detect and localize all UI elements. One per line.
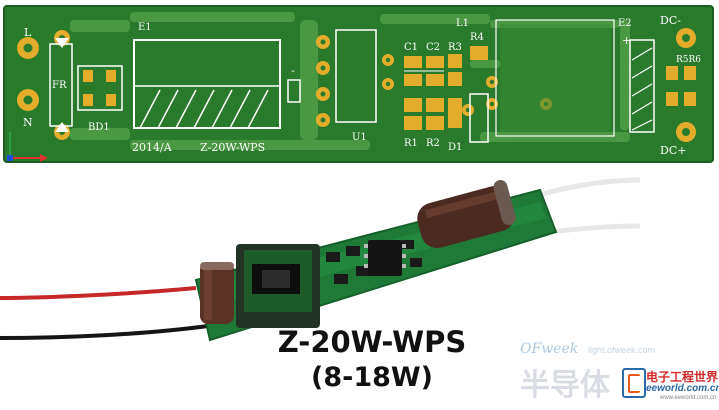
pcb-label-BD1: BD1: [88, 122, 110, 133]
pcb-d1-outline: [469, 93, 489, 143]
pcb-e1-minus: -: [291, 64, 295, 77]
pcb-label-C2: C2: [426, 42, 440, 53]
product-photo: [0, 170, 719, 405]
pcb-label-U1: U1: [352, 132, 367, 143]
pcb-label-N: N: [23, 116, 33, 129]
pcb-e2-outline: [629, 39, 655, 133]
pcb-label-DC-minus: DC-: [660, 14, 681, 27]
transformer: [236, 244, 320, 328]
eeworld-watermark-en: eeworld.com.cn: [646, 383, 719, 394]
pcb-u1-outline: [335, 29, 377, 123]
pcb-label-FR: FR: [52, 80, 67, 91]
pcb-label-C1: C1: [404, 42, 418, 53]
pcb-label-R3: R3: [448, 42, 462, 53]
pcb-label-L: L: [24, 26, 32, 39]
eeworld-watermark-url: www.eeworld.com.cn: [660, 395, 717, 401]
ofweek-watermark-sub: light.ofweek.com: [588, 345, 656, 355]
black-wire: [0, 324, 209, 340]
pcb-label-D1: D1: [448, 142, 462, 153]
pcb-l1-outline: [495, 19, 615, 137]
pcb-label-DC-plus: DC+: [660, 144, 686, 157]
ic-chip: [364, 240, 406, 276]
pcb-e1-outline: [133, 39, 281, 129]
pcb-output-pads: [676, 28, 696, 142]
pcb-vias: [316, 35, 552, 127]
product-power-range-caption: (8-18W): [310, 362, 434, 393]
pcb-smd-pads: [404, 46, 488, 130]
small-components: [326, 240, 422, 284]
pcb-label-E1: E1: [138, 22, 152, 33]
semiconductor-watermark: 半导体: [520, 368, 610, 403]
ofweek-watermark: OFweek: [520, 341, 579, 357]
eeworld-logo-icon: [622, 368, 646, 398]
pcb-layout-image: L N FR BD1 E1 - 2014/A Z-20W-WPS U1: [0, 0, 719, 170]
pcb-e2-plus: +: [622, 34, 631, 47]
pcb-r5r6-pads: [666, 66, 696, 106]
pcb-label-date: 2014/A: [132, 141, 173, 154]
product-model-caption: Z-20W-WPS: [277, 325, 467, 359]
pcb-label-R5R6: R5R6: [676, 55, 701, 65]
input-capacitor: [200, 262, 234, 324]
eeworld-watermark-cn: 电子工程世界: [646, 370, 719, 384]
pcb-label-E2: E2: [618, 18, 632, 29]
pcb-axis-indicator: [7, 132, 48, 162]
pcb-label-model: Z-20W-WPS: [200, 141, 265, 154]
red-wire: [0, 286, 197, 300]
pcb-label-R4: R4: [470, 32, 484, 43]
pcb-e1-hatch: [134, 85, 280, 129]
output-capacitor: [417, 180, 516, 249]
pcb-label-R1: R1: [404, 138, 418, 149]
pcb-label-L1: L1: [456, 18, 469, 29]
pcb-bridge-pads: [83, 70, 116, 106]
pcb-bridge-outline: [77, 65, 123, 111]
pcb-label-R2: R2: [426, 138, 440, 149]
